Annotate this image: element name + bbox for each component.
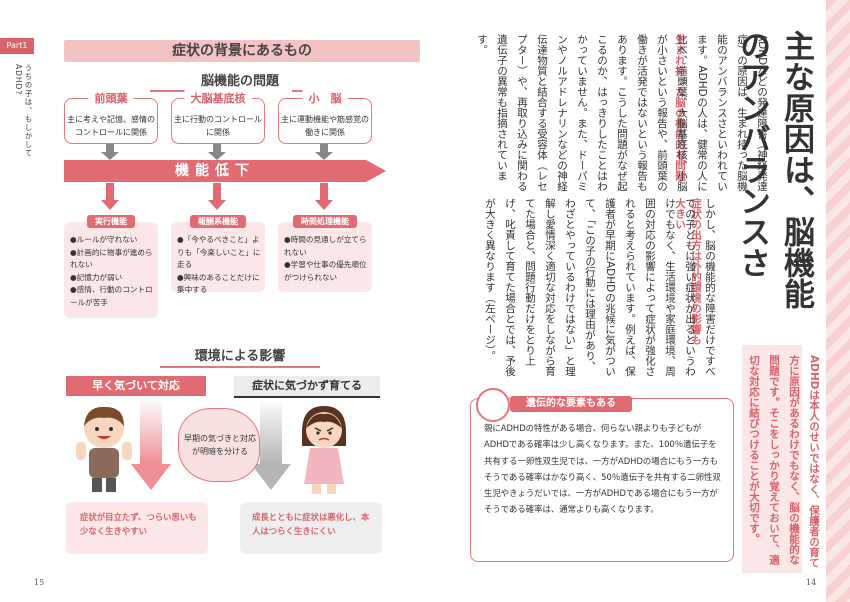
arrow-down-icon — [101, 152, 119, 160]
brain-area-basal-ganglia: 大脳基底核 主に行動のコントロールに関係 — [171, 90, 265, 144]
genetic-box — [470, 398, 734, 562]
list-item: ●感情、行動のコントロールが苦手 — [70, 285, 153, 307]
arrow-down-icon — [106, 183, 114, 201]
brain-heading: 脳機能の問題 — [200, 74, 279, 89]
brain-area-name: 前頭葉 — [88, 90, 134, 106]
arrow-down-icon — [213, 144, 221, 152]
intro-background — [742, 345, 802, 573]
thought-bubble-icon — [178, 408, 260, 482]
genetic-heading: 遺伝的な要素もある — [510, 396, 632, 412]
arrow-down-icon — [208, 200, 226, 210]
brain-area-frontal: 前頭葉 主に考えや記憶、感情のコントロールに関係 — [64, 90, 158, 144]
girl-illustration — [302, 406, 346, 494]
late-outcome-box — [240, 502, 382, 554]
brain-area-desc: 主に運動機能や筋感覚の働きに関係 — [281, 115, 369, 137]
arrow-down-icon — [320, 183, 328, 201]
late-outcome-text: 成長とともに症状は悪化し、本人はつらく生きにくい — [252, 512, 370, 536]
title-banner — [64, 40, 420, 62]
list-item: ●興味のあることだけに集中する — [177, 272, 260, 295]
env-heading: 環境による影響 — [194, 349, 286, 364]
section1-body: ADHDなどの発達障害（神経発達症）の原因は、生まれ持った脳機能のアンバランスさ… — [476, 34, 768, 192]
arrow-down-icon — [208, 152, 226, 160]
brain-area-cerebellum: 小 脳 主に運動機能や筋感覚の働きに関係 — [278, 90, 372, 144]
arrow-down-icon — [101, 200, 119, 210]
early-outcome-text: 症状が目立たず、つらい思いも少なく生きやすい — [80, 512, 197, 536]
early-response-label: 早く気づいて対応 — [66, 376, 206, 396]
arrow-down-icon — [260, 398, 282, 464]
problem-label: 実行機能 — [87, 215, 135, 228]
brain-area-desc: 主に行動のコントロールに関係 — [174, 115, 262, 137]
arrow-down-icon — [140, 398, 162, 464]
section2-heading: 症状の出方は外的環境の影響も大きい — [674, 198, 702, 345]
problem-label: 報酬系機能 — [190, 215, 246, 228]
decorative-stripe — [826, 0, 850, 602]
heading-line — [160, 366, 320, 368]
problem-list: ●「今やるべきこと」よりも「今楽しいこと」に走る ●興味のあることだけに集中する — [177, 234, 261, 297]
function-decline-banner: 機能低下 — [64, 160, 366, 182]
section1-heading: 生まれ持った脳の機能的な問題 — [674, 34, 686, 181]
arrow-down-icon — [320, 144, 328, 152]
brain-area-name: 小 脳 — [302, 90, 348, 106]
problem-label: 時間処理機能 — [293, 215, 357, 228]
main-title: 主な原因は、脳機能のアンバランスさ — [734, 30, 814, 309]
arrow-down-icon — [315, 200, 333, 210]
early-outcome-box — [66, 502, 208, 554]
list-item: ●「今やるべきこと」よりも「今楽しいこと」に走る — [177, 235, 261, 270]
heading-line — [150, 90, 190, 92]
page-number-right: 14 — [806, 578, 817, 587]
boy-illustration — [76, 406, 132, 492]
arrow-down-icon — [251, 464, 291, 490]
list-item: ●計画的に物事が進められない — [70, 247, 153, 270]
arrow-down-icon — [106, 144, 114, 152]
problem-box-time: 時間処理機能 ●時間の見通しが立てられない ●学習や仕事の優先順位がつけられない — [278, 215, 372, 292]
bubble-text: 早期の気づきと対応が明暗を分ける — [184, 434, 256, 456]
function-decline-arrow — [366, 160, 386, 182]
problem-box-executive: 実行機能 ●ルールが守れない ●計画的に物事が進められない ●記憶力が弱い ●感… — [64, 215, 158, 318]
problem-box-reward: 報酬系機能 ●「今やるべきこと」よりも「今楽しいこと」に走る ●興味のあることだ… — [171, 215, 265, 294]
list-item: ●学習や仕事の優先順位がつけられない — [284, 260, 367, 282]
problem-list: ●時間の見通しが立てられない ●学習や仕事の優先順位がつけられない — [284, 234, 368, 284]
arrow-down-icon — [213, 183, 221, 201]
page-title: 症状の背景にあるもの — [172, 43, 312, 59]
part-tab: Part1 — [0, 38, 34, 54]
page-number-left: 15 — [34, 578, 45, 587]
section2-body: しかし、脳の機能的な障害だけですべての子どもに強い症状が出るというわけでもなく、… — [484, 198, 716, 377]
genetic-body: 親にADHDの特性がある場合、何らない親よりも子どもがADHDである確率は少し高… — [484, 423, 721, 515]
magnifier-icon — [476, 388, 510, 422]
list-item: ●ルールが守れない — [70, 235, 138, 244]
brain-area-name: 大脳基底核 — [184, 90, 252, 106]
list-item: ●記憶力が弱い — [70, 272, 123, 282]
arrow-down-icon — [131, 464, 171, 490]
intro-text: ADHDは本人のせいではなく、保護者の育て方に原因があるわけでもなく、脳の機能的… — [748, 355, 820, 568]
side-heading: うちの子は、もしかしてADHD? — [14, 64, 33, 158]
problem-list: ●ルールが守れない ●計画的に物事が進められない ●記憶力が弱い ●感情、行動の… — [70, 234, 154, 310]
list-item: ●時間の見通しが立てられない — [284, 235, 367, 257]
arrow-down-icon — [315, 152, 333, 160]
brain-area-desc: 主に考えや記憶、感情のコントロールに関係 — [67, 115, 155, 137]
late-response-label: 症状に気づかず育てる — [234, 376, 380, 398]
